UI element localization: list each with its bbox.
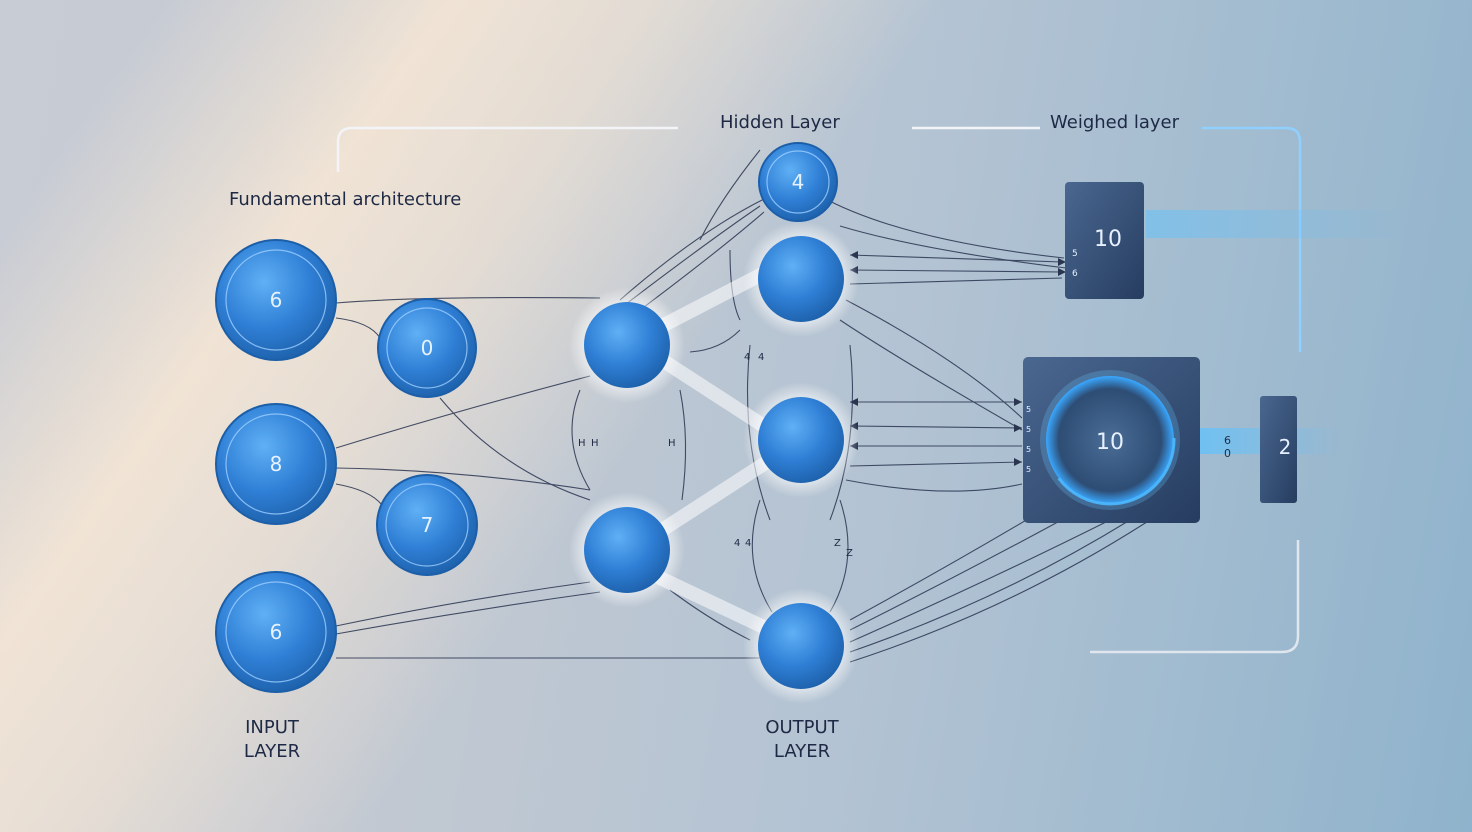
- dial-icon: [1046, 376, 1174, 504]
- box-mark: 5: [1026, 425, 1031, 434]
- light-streak: [1146, 210, 1406, 238]
- input-node: 6: [215, 571, 337, 693]
- box-mark: 6: [1072, 269, 1078, 279]
- hidden-node: [743, 382, 859, 498]
- box-mark: 5: [1072, 249, 1078, 259]
- edge-mark: H: [668, 438, 676, 449]
- node-value: 4: [792, 170, 805, 194]
- output-label-line2: LAYER: [773, 741, 831, 762]
- input-layer-label: INPUT LAYER: [222, 716, 322, 764]
- hidden-node: [743, 221, 859, 337]
- edge-mark: 4: [758, 352, 764, 363]
- connection-lines: [335, 149, 1151, 663]
- input-node: 0: [377, 298, 477, 398]
- box-mark: 0: [1224, 447, 1231, 460]
- input-label-line1: INPUT: [245, 717, 299, 738]
- node-value: 8: [270, 452, 283, 476]
- node-value: 7: [421, 513, 434, 537]
- node-value: 0: [421, 336, 434, 360]
- box-value: 10: [1094, 227, 1122, 252]
- edge-mark: 4: [744, 352, 750, 363]
- node-value: 6: [270, 620, 283, 644]
- input-node: 7: [376, 474, 478, 576]
- box-mark: 5: [1026, 445, 1031, 454]
- box-value: 2: [1279, 435, 1292, 459]
- edge-marks: 4 4 H H H 4 4 Z Z: [578, 352, 853, 559]
- edge-mark: Z: [834, 538, 841, 549]
- box-value: 10: [1096, 430, 1124, 455]
- edge-mark: 4: [745, 538, 751, 549]
- hidden-top-node: 4: [758, 142, 838, 222]
- edge-mark: H: [578, 438, 586, 449]
- title-label: Fundamental architecture: [229, 189, 462, 210]
- edge-mark: H: [591, 438, 599, 449]
- hidden-layer-label: Hidden Layer: [720, 112, 840, 133]
- hidden-node: [569, 287, 685, 403]
- output-box: 2 6 0: [1224, 396, 1297, 503]
- output-node: [743, 588, 859, 704]
- output-label-line1: OUTPUT: [765, 717, 839, 738]
- edge-mark: 4: [734, 538, 740, 549]
- output-layer-label: OUTPUT LAYER: [752, 716, 852, 764]
- input-label-line2: LAYER: [243, 741, 301, 762]
- box-mark: 5: [1026, 405, 1031, 414]
- edge-mark: Z: [846, 548, 853, 559]
- frame-lines: [336, 126, 1302, 654]
- weighed-box: 10 5 6: [1065, 182, 1144, 299]
- node-value: 6: [270, 288, 283, 312]
- hidden-node: [569, 492, 685, 608]
- weighed-layer-label: Weighed layer: [1050, 112, 1180, 133]
- weighed-box: 10 5 5 5 5: [1023, 357, 1200, 523]
- box-mark: 6: [1224, 434, 1231, 447]
- box-mark: 5: [1026, 465, 1031, 474]
- input-node: 6: [215, 239, 337, 361]
- input-node: 8: [215, 403, 337, 525]
